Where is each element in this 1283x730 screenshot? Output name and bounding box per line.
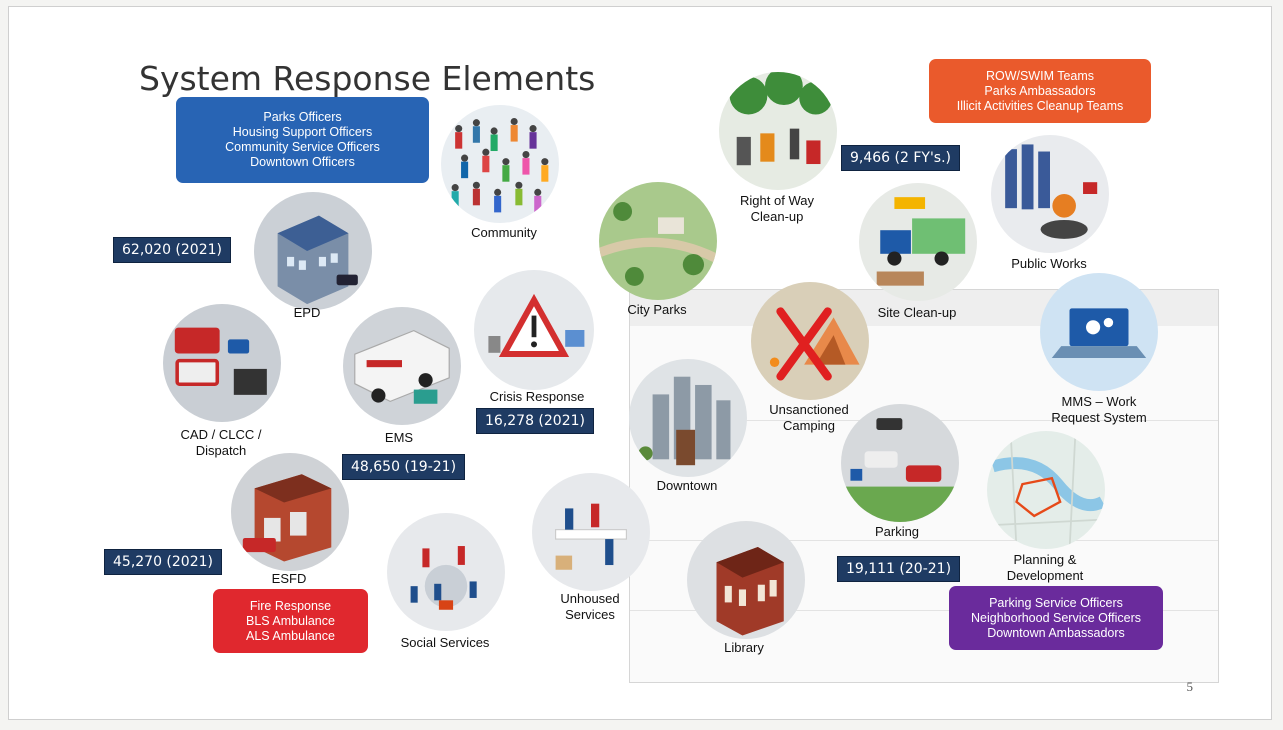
label-line: Services bbox=[565, 607, 615, 622]
row-teams-box: ROW/SWIM Teams Parks Ambassadors Illicit… bbox=[929, 59, 1151, 123]
right-of-way-label: Right of Way Clean-up bbox=[740, 193, 814, 225]
label-line: Request System bbox=[1051, 410, 1147, 425]
label-line: Development bbox=[1006, 568, 1084, 583]
ems-label: EMS bbox=[384, 430, 414, 445]
community-image bbox=[441, 105, 559, 223]
box-line: ROW/SWIM Teams bbox=[985, 68, 1095, 83]
public-works-label: Public Works bbox=[1011, 256, 1087, 271]
unsanctioned-camping-label: Unsanctioned Camping bbox=[769, 402, 849, 434]
box-line: Downtown Ambassadors bbox=[987, 625, 1125, 640]
label-line: Unhoused bbox=[560, 591, 620, 606]
box-line: Parking Service Officers bbox=[989, 595, 1123, 610]
esfd-stat: 45,270 (2021) bbox=[104, 549, 222, 575]
ems-image bbox=[343, 307, 461, 425]
esfd-label: ESFD bbox=[271, 571, 307, 586]
ems-stat: 48,650 (19-21) bbox=[342, 454, 466, 480]
parking-label: Parking bbox=[874, 524, 920, 539]
parking-image bbox=[841, 404, 959, 522]
public-works-image bbox=[991, 135, 1109, 253]
crisis-response-image bbox=[474, 270, 594, 390]
site-cleanup-label: Site Clean-up bbox=[877, 305, 957, 320]
box-line: Parks Ambassadors bbox=[984, 83, 1096, 98]
box-line: Fire Response bbox=[249, 598, 332, 613]
unhoused-services-label: Unhoused Services bbox=[560, 591, 619, 623]
label-line: Planning & bbox=[1013, 552, 1077, 567]
box-line: Housing Support Officers bbox=[232, 125, 373, 139]
cad-label: CAD / CLCC / Dispatch bbox=[181, 427, 262, 459]
unsanctioned-camping-image bbox=[751, 282, 869, 400]
label-line: Camping bbox=[782, 418, 836, 433]
parking-stat: 19,111 (20-21) bbox=[837, 556, 961, 582]
label-line: Clean-up bbox=[750, 209, 804, 224]
crisis-response-label: Crisis Response bbox=[489, 389, 585, 404]
planning-development-label: Planning & Development bbox=[1007, 552, 1084, 584]
label-line: Right of Way bbox=[740, 193, 814, 208]
label-line: MMS – Work bbox=[1061, 394, 1137, 409]
library-label: Library bbox=[724, 640, 764, 655]
label-line: CAD / CLCC / bbox=[180, 427, 262, 442]
box-line: Neighborhood Service Officers bbox=[971, 610, 1141, 625]
box-line: BLS Ambulance bbox=[246, 613, 335, 628]
mms-label: MMS – Work Request System bbox=[1051, 394, 1146, 426]
box-line: Parks Officers bbox=[263, 110, 342, 124]
slide: System Response Elements Parks Officers … bbox=[8, 6, 1272, 720]
box-line: ALS Ambulance bbox=[246, 628, 335, 643]
downtown-label: Downtown bbox=[656, 478, 718, 493]
esfd-image bbox=[231, 453, 349, 571]
community-label: Community bbox=[471, 225, 537, 240]
city-parks-label: City Parks bbox=[627, 302, 687, 317]
planning-development-image bbox=[987, 431, 1105, 549]
unhoused-services-image bbox=[532, 473, 650, 591]
right-of-way-image bbox=[719, 72, 837, 190]
mms-image bbox=[1040, 273, 1158, 391]
social-services-label: Social Services bbox=[400, 635, 490, 650]
crisis-response-stat: 16,278 (2021) bbox=[476, 408, 594, 434]
fire-response-box: Fire Response BLS Ambulance ALS Ambulanc… bbox=[213, 589, 368, 653]
parking-service-box: Parking Service Officers Neighborhood Se… bbox=[949, 586, 1163, 650]
downtown-image bbox=[629, 359, 747, 477]
cad-image bbox=[163, 304, 281, 422]
police-officers-box: Parks Officers Housing Support Officers … bbox=[176, 97, 429, 183]
box-line: Illicit Activities Cleanup Teams bbox=[956, 98, 1124, 113]
epd-stat: 62,020 (2021) bbox=[113, 237, 231, 263]
right-of-way-stat: 9,466 (2 FY's.) bbox=[841, 145, 961, 171]
box-line: Community Service Officers bbox=[225, 140, 380, 154]
city-parks-image bbox=[599, 182, 717, 300]
site-cleanup-image bbox=[859, 183, 977, 301]
label-line: Dispatch bbox=[195, 443, 247, 458]
epd-label: EPD bbox=[293, 305, 321, 320]
label-line: Unsanctioned bbox=[769, 402, 849, 417]
slide-title: System Response Elements bbox=[139, 59, 596, 98]
box-line: Downtown Officers bbox=[250, 155, 355, 169]
epd-image bbox=[254, 192, 372, 310]
social-services-image bbox=[387, 513, 505, 631]
library-image bbox=[687, 521, 805, 639]
page-number: 5 bbox=[1186, 679, 1194, 694]
